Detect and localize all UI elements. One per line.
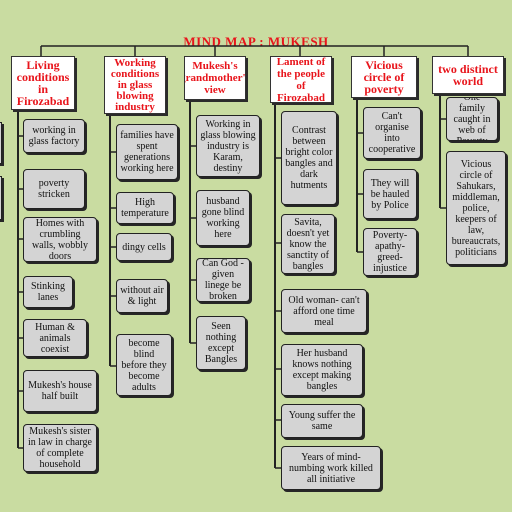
branch-header-living-conditions: Living conditions in Firozabad (11, 56, 75, 110)
node-old-woman-meal: Old woman- can't afford one time meal (281, 289, 367, 333)
node-sister-in-law-household: Mukesh's sister in law in charge of comp… (23, 424, 97, 472)
node-poverty-stricken: poverty stricken (23, 169, 85, 209)
node-karam-destiny: Working in glass blowing industry is Kar… (196, 115, 260, 177)
node-dingy-cells: dingy cells (116, 233, 172, 261)
node-homes-crumbling-walls: Homes with crumbling walls, wobbly doors (23, 217, 97, 262)
node-mukesh-house-half-built: Mukesh's house half built (23, 370, 97, 412)
node-human-animals-coexist: Human & animals coexist (23, 319, 87, 357)
node-without-air-light: without air & light (116, 279, 168, 313)
branch-header-lament-people: Lament of the people of Firozabad (270, 56, 332, 103)
node-husband-making-bangles: Her husband knows nothing except making … (281, 344, 363, 396)
partial-node-left-2 (0, 176, 2, 220)
node-cannot-organise: Can't organise into cooperative (363, 107, 421, 159)
node-family-web-of-poverty: One family caught in web of Poverty (446, 97, 498, 141)
node-poverty-apathy-greed: Poverty-apathy-greed-injustice (363, 228, 417, 276)
node-god-given-lineage: Can God - given linege be broken (196, 258, 250, 302)
node-savita-sanctity: Savita, doesn't yet know the sanctity of… (281, 214, 335, 274)
node-contrast-bangles-hutments: Contrast between bright color bangles an… (281, 111, 337, 205)
node-blind-before-adults: become blind before they become adults (116, 334, 172, 396)
node-years-mind-numbing: Years of mind-numbing work killed all in… (281, 446, 381, 490)
branch-header-two-distinct-world: two distinct world (432, 56, 504, 94)
partial-node-left-1 (0, 122, 2, 164)
node-sahukars-middleman: Vicious circle of Sahukars, middleman, p… (446, 151, 506, 265)
node-husband-gone-blind: husband gone blind working here (196, 190, 250, 246)
node-hauled-by-police: They will be hauled by Police (363, 169, 417, 219)
node-young-suffer: Young suffer the same (281, 404, 363, 438)
branch-header-grandmother-view: Mukesh's grandmother's view (184, 56, 246, 100)
node-seen-nothing-bangles: Seen nothing except Bangles (196, 316, 246, 370)
branch-header-working-conditions: Working conditions in glass blowing indu… (104, 56, 166, 114)
node-working-in-glass-factory: working in glass factory (23, 119, 85, 153)
node-families-generations: families have spent generations working … (116, 124, 178, 180)
node-stinking-lanes: Stinking lanes (23, 276, 73, 308)
branch-header-vicious-circle: Vicious circle of poverty (351, 56, 417, 98)
node-high-temperature: High temperature (116, 192, 174, 224)
